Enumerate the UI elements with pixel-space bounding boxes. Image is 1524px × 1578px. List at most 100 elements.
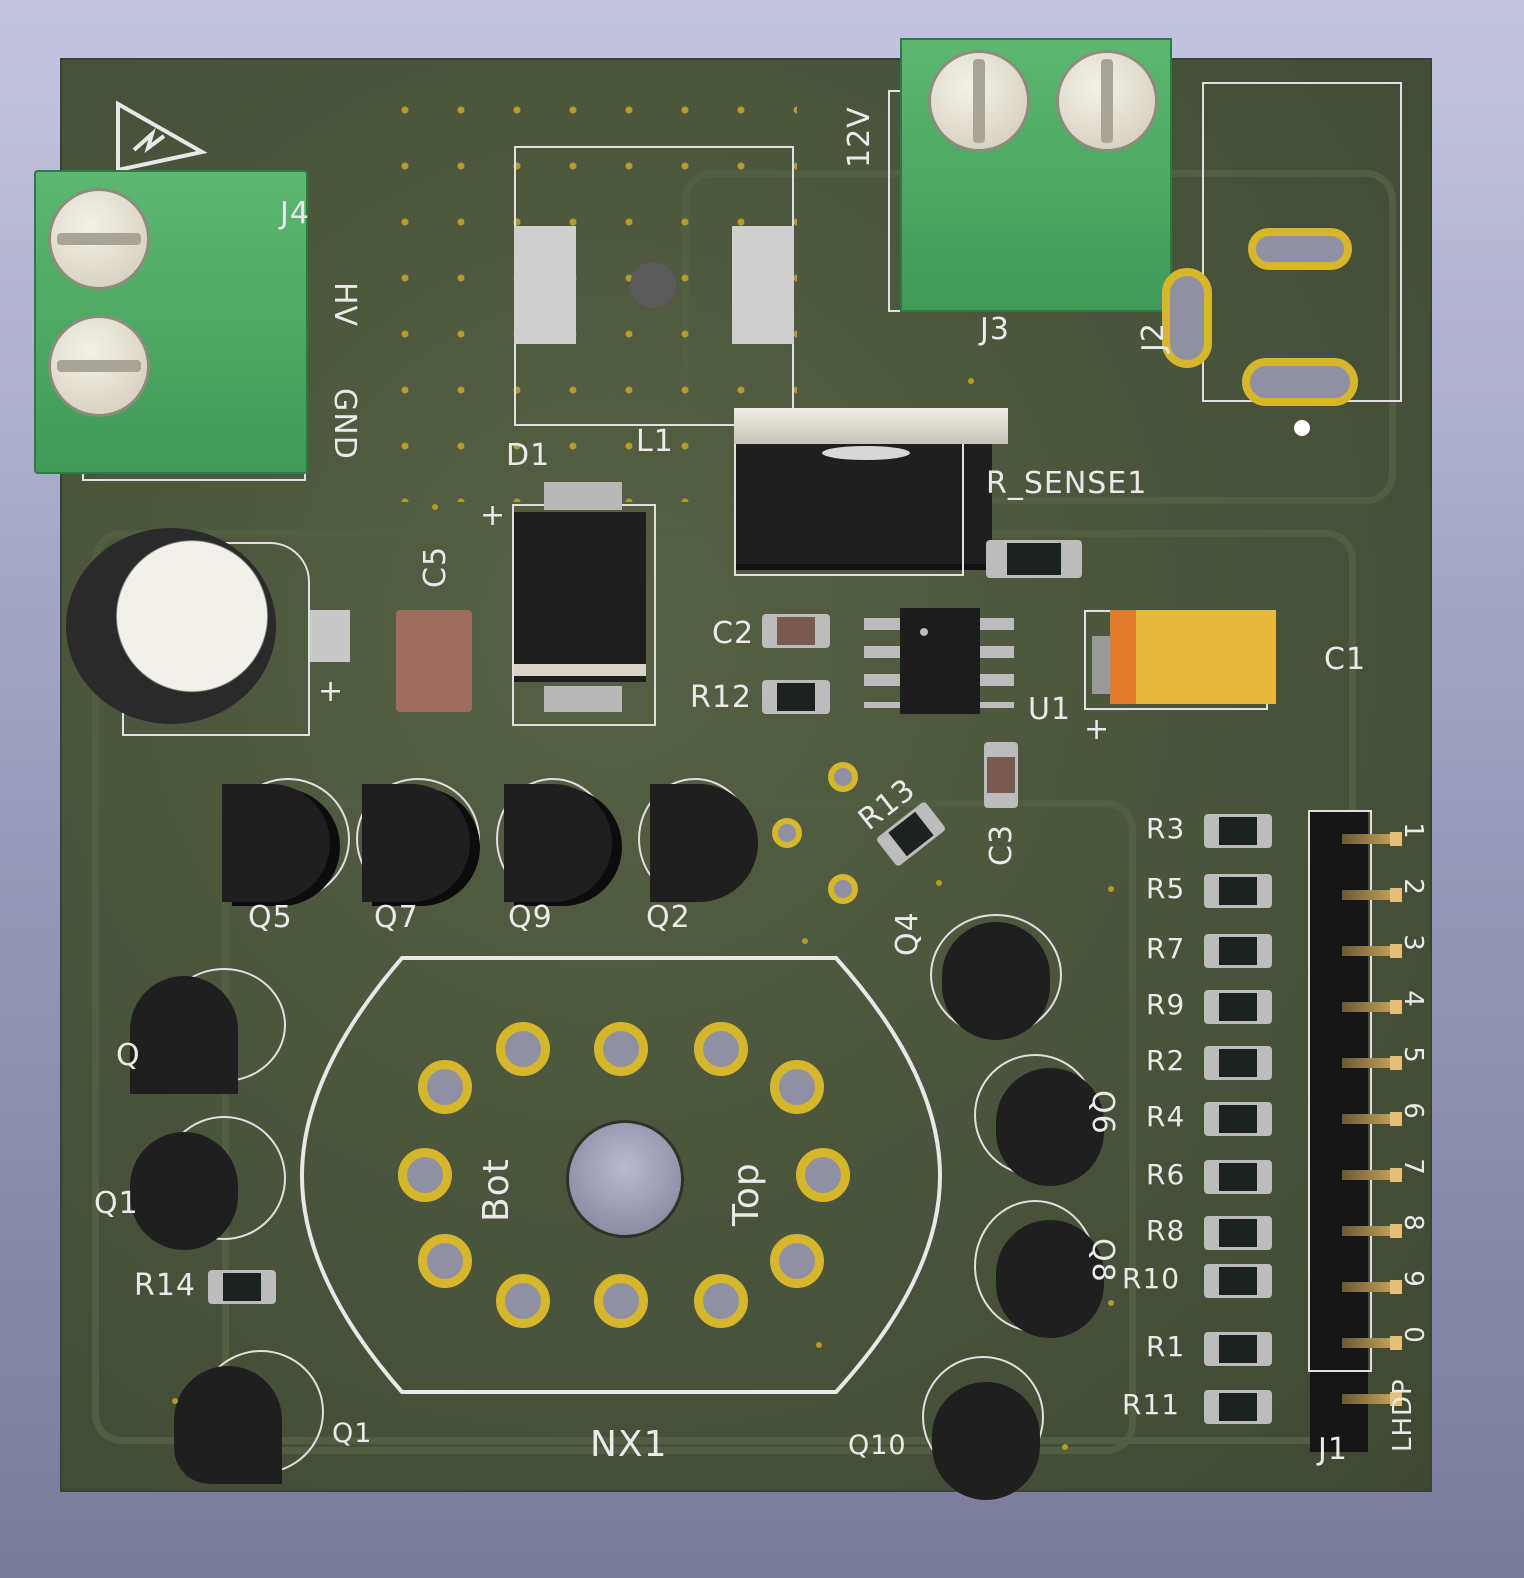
r12-label: R12 [690, 680, 753, 715]
r12-resistor [762, 680, 830, 714]
j3-screw-2[interactable] [1056, 50, 1158, 152]
j2-pad-3[interactable] [1242, 358, 1358, 406]
diode-lead-bottom [544, 686, 622, 712]
top-label: Top [726, 1162, 767, 1226]
header-pin[interactable] [1342, 1338, 1394, 1348]
header-pin[interactable] [1342, 834, 1394, 844]
v12-label: 12V [842, 106, 877, 168]
nx1-pin[interactable] [694, 1274, 748, 1328]
via [172, 1398, 178, 1404]
q4-transistor [942, 922, 1050, 1040]
j2-pad-1[interactable] [1248, 228, 1352, 270]
nx1-pin[interactable] [770, 1234, 824, 1288]
header-pin-number: 9 [1397, 1270, 1428, 1288]
q7-label: Q7 [374, 900, 419, 935]
header-pin-number: 1 [1397, 822, 1428, 840]
nx1-pin[interactable] [770, 1060, 824, 1114]
q7-transistor [362, 784, 470, 902]
header-pin[interactable] [1342, 946, 1394, 956]
nx1-label: NX1 [590, 1424, 668, 1465]
q2-label: Q2 [646, 900, 691, 935]
nx1-pin[interactable] [418, 1234, 472, 1288]
header-pin[interactable] [1342, 1058, 1394, 1068]
nx1-pin[interactable] [694, 1022, 748, 1076]
resistor-part [1204, 1102, 1272, 1136]
resistor-part [1204, 1160, 1272, 1194]
resistor-label: R5 [1146, 872, 1186, 905]
nx1-pin[interactable] [496, 1022, 550, 1076]
u1-chip-top [900, 608, 980, 714]
header-pin[interactable] [1342, 1226, 1394, 1236]
c5-capacitor [396, 610, 472, 712]
resistor-label: R9 [1146, 988, 1186, 1021]
via [1062, 1444, 1068, 1450]
q4-label: Q4 [890, 911, 925, 956]
header-pin[interactable] [1342, 1002, 1394, 1012]
l1-core [630, 262, 676, 308]
regulator-hole [822, 446, 910, 460]
gnd-label: GND [327, 388, 362, 460]
j2-label: J2 [1136, 322, 1171, 352]
j3-screw-1[interactable] [928, 50, 1030, 152]
resistor-label: R8 [1146, 1214, 1186, 1247]
header-pin-tip [1390, 1336, 1402, 1350]
nx1-pin[interactable] [594, 1022, 648, 1076]
r-sense-label: R_SENSE1 [986, 466, 1148, 501]
l1-label: L1 [636, 424, 674, 459]
resistor-label: R1 [1146, 1330, 1186, 1363]
q5-label: Q5 [248, 900, 293, 935]
header-pin-tip [1390, 1224, 1402, 1238]
nx1-pin[interactable] [594, 1274, 648, 1328]
q6-label: Q6 [1085, 1090, 1120, 1135]
via [1108, 1300, 1114, 1306]
header-pin[interactable] [1342, 1170, 1394, 1180]
resistor-part [1204, 1264, 1272, 1298]
resistor-part [1204, 814, 1272, 848]
q-left-2-label: Q1 [94, 1186, 139, 1221]
resistor-label: R2 [1146, 1044, 1186, 1077]
r13-pad-2[interactable] [772, 818, 802, 848]
nx1-socket-outline [299, 956, 943, 1394]
r14-label: R14 [134, 1268, 197, 1303]
header-pin-number: 4 [1397, 990, 1428, 1008]
header-pin-number: 3 [1397, 934, 1428, 952]
nx1-pin[interactable] [398, 1148, 452, 1202]
via [802, 938, 808, 944]
cap-lead [310, 610, 350, 662]
header-pin[interactable] [1342, 890, 1394, 900]
c2-capacitor [762, 614, 830, 648]
r13-pad-1[interactable] [828, 762, 858, 792]
header-pin-number: 8 [1397, 1214, 1428, 1232]
q6-transistor [996, 1068, 1104, 1186]
header-pin-tip [1390, 1056, 1402, 1070]
nx1-pin[interactable] [496, 1274, 550, 1328]
nx1-pin[interactable] [418, 1060, 472, 1114]
header-pin-tip [1390, 1392, 1402, 1406]
j1-outline [1308, 810, 1372, 1372]
resistor-label: R4 [1146, 1100, 1186, 1133]
header-pin[interactable] [1342, 1394, 1394, 1404]
j4-label: J4 [280, 196, 310, 231]
q-left-2-transistor [130, 1132, 238, 1250]
diode-body [514, 512, 646, 682]
lhdp-label: LHDP [1388, 1378, 1418, 1452]
header-pin[interactable] [1342, 1114, 1394, 1124]
header-pin-tip [1390, 1112, 1402, 1126]
header-pin-number: 7 [1397, 1158, 1428, 1176]
pcb-board: J4 HV GND D1 L1 12V J3 J2 R_SENSE1 + C5 … [34, 38, 1432, 1500]
header-pin[interactable] [1342, 1282, 1394, 1292]
q9-label: Q9 [508, 900, 553, 935]
r-sense-resistor [986, 540, 1082, 578]
resistor-label: R10 [1122, 1262, 1181, 1295]
j4-screw-1[interactable] [48, 188, 150, 290]
via [968, 378, 974, 384]
resistor-label: R3 [1146, 812, 1186, 845]
j4-screw-2[interactable] [48, 315, 150, 417]
nx1-pin[interactable] [796, 1148, 850, 1202]
hv-label: HV [327, 282, 362, 328]
r13-pad-3[interactable] [828, 874, 858, 904]
header-pin-tip [1390, 888, 1402, 902]
j2-pad-2[interactable] [1162, 268, 1212, 368]
